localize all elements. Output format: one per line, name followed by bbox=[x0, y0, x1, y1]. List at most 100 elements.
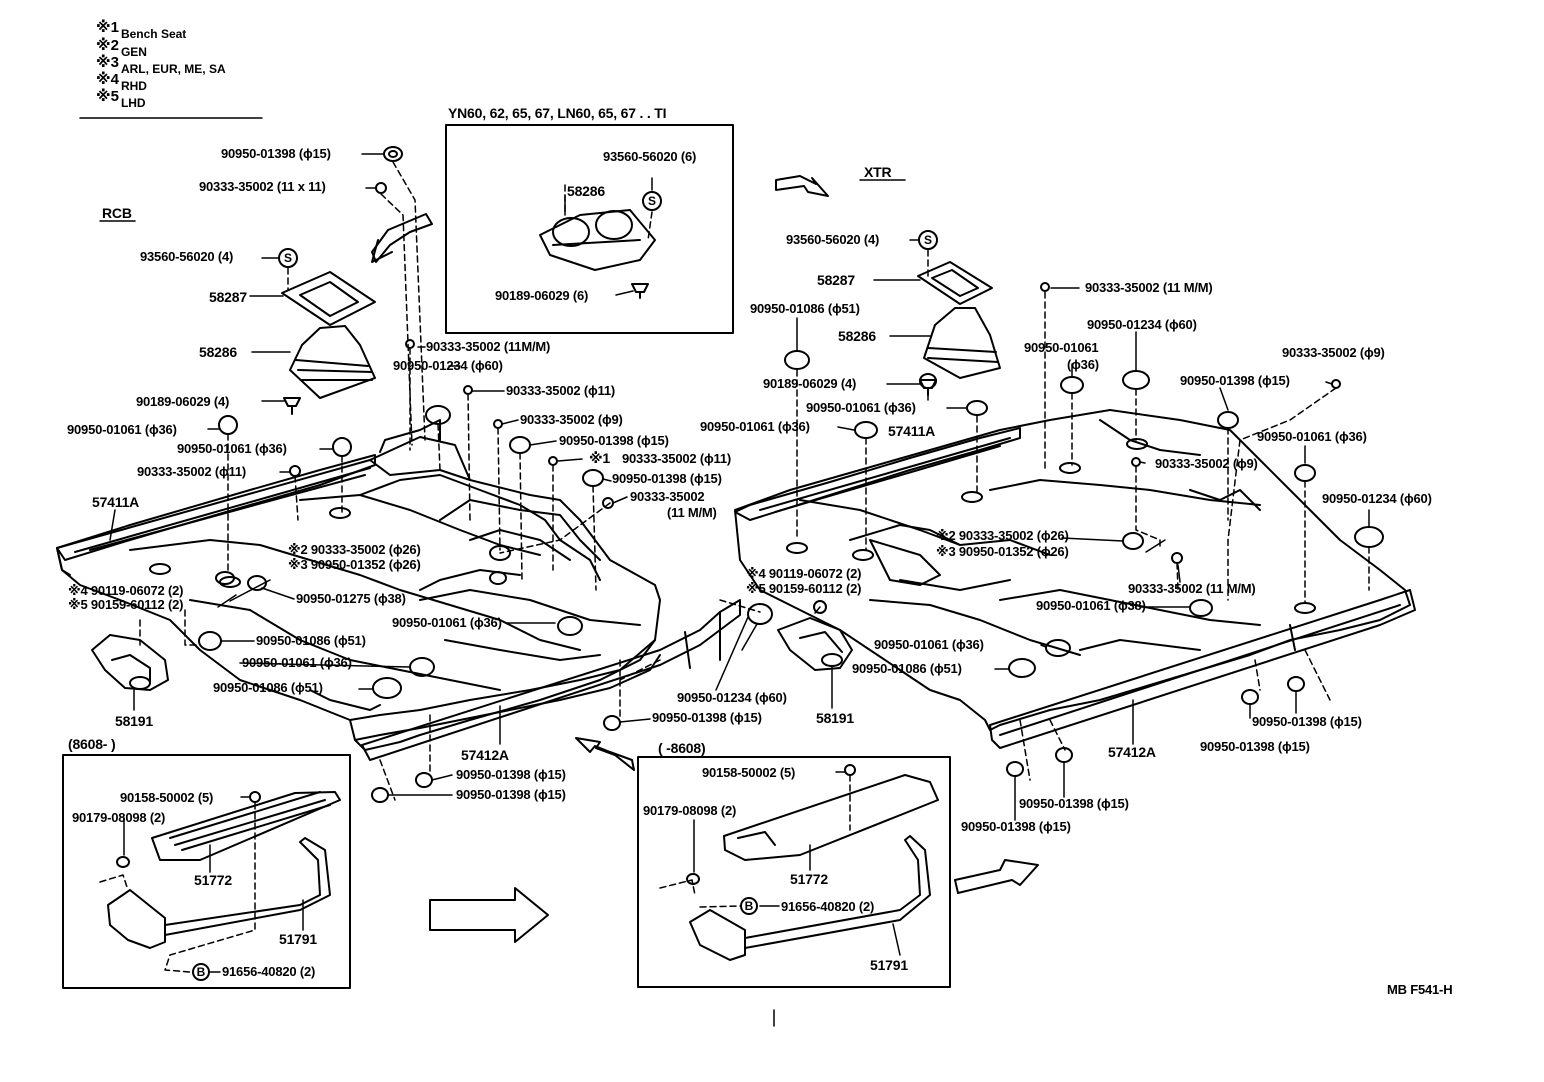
part-label: 51772 bbox=[790, 871, 828, 887]
part-label: 90950-01061 bbox=[1024, 340, 1099, 355]
part-label: 90950-01086 (ϕ51) bbox=[750, 301, 860, 316]
part-label: ※4 90119-06072 (2) bbox=[746, 566, 862, 581]
leader-lines bbox=[109, 153, 1370, 1027]
date-range-left: (8608- ) bbox=[68, 736, 116, 752]
inset-title: YN60, 62, 65, 67, LN60, 65, 67 . . TI bbox=[448, 105, 667, 121]
part-label: 90333-35002 bbox=[630, 489, 705, 504]
part-label: 90189-06029 (4) bbox=[763, 376, 857, 391]
svg-text:B: B bbox=[197, 965, 206, 979]
part-label: 90950-01398 (ϕ15) bbox=[1252, 714, 1362, 729]
rcb-heading: RCB bbox=[102, 205, 132, 221]
dashed-leaders bbox=[99, 161, 1370, 973]
part-label: 51791 bbox=[870, 957, 908, 973]
part-label: 90950-01061 (ϕ36) bbox=[874, 637, 984, 652]
part-label: 90950-01398 (ϕ15) bbox=[1180, 373, 1290, 388]
part-label: 58287 bbox=[209, 289, 247, 305]
part-label: 90189-06029 (6) bbox=[495, 288, 589, 303]
arrows bbox=[371, 175, 1039, 943]
svg-text:S: S bbox=[924, 233, 932, 247]
part-label: ※2 90333-35002 (ϕ26) bbox=[288, 542, 421, 557]
part-label: 90158-50002 (5) bbox=[702, 765, 796, 780]
part-label: 90950-01398 (ϕ15) bbox=[559, 433, 669, 448]
part-label: 90950-01398 (ϕ15) bbox=[652, 710, 762, 725]
part-label: 90950-01061 (ϕ36) bbox=[242, 655, 352, 670]
part-label: 90950-01234 (ϕ60) bbox=[1322, 491, 1432, 506]
grommets bbox=[149, 146, 1384, 803]
part-label: 90950-01061 (ϕ36) bbox=[177, 441, 287, 456]
inset-box-step-right bbox=[637, 756, 951, 988]
part-label: ※4 90119-06072 (2) bbox=[68, 583, 184, 598]
part-label: 93560-56020 (4) bbox=[786, 232, 880, 247]
part-label: 90950-01398 (ϕ15) bbox=[612, 471, 722, 486]
part-label: 90179-08098 (2) bbox=[643, 803, 737, 818]
floor-pan-left bbox=[56, 419, 741, 761]
part-label: 90950-01061 (ϕ36) bbox=[67, 422, 177, 437]
figure-code: MB F541-H bbox=[1387, 982, 1453, 997]
part-label: (ϕ36) bbox=[1067, 357, 1099, 372]
part-label: 90333-35002 (11 x 11) bbox=[199, 179, 326, 194]
part-label: 90950-01398 (ϕ15) bbox=[1019, 796, 1129, 811]
part-label: 90333-35002 (11 M/M) bbox=[1085, 280, 1213, 295]
part-label: 58286 bbox=[199, 344, 237, 360]
part-label: 91656-40820 (2) bbox=[222, 964, 316, 979]
part-label: 90950-01061 (ϕ36) bbox=[1257, 429, 1367, 444]
part-label: 90950-01234 (ϕ60) bbox=[677, 690, 787, 705]
part-label: 90333-35002 (ϕ11) bbox=[622, 451, 731, 466]
part-label: 58287 bbox=[817, 272, 855, 288]
svg-text:S: S bbox=[284, 251, 292, 265]
part-label: 51791 bbox=[279, 931, 317, 947]
part-label: 90950-01086 (ϕ51) bbox=[256, 633, 366, 648]
brackets bbox=[91, 617, 853, 691]
part-label: ※2 90333-35002 (ϕ26) bbox=[936, 528, 1069, 543]
date-range-right: ( -8608) bbox=[658, 740, 706, 756]
part-label: 90950-01398 (ϕ15) bbox=[221, 146, 331, 161]
shift-boots bbox=[281, 209, 1001, 415]
part-label: 58191 bbox=[115, 713, 153, 729]
circle-marks: S S S B B bbox=[197, 194, 932, 979]
part-label: 90950-01061 (ϕ38) bbox=[1036, 598, 1146, 613]
floor-pan-right bbox=[734, 409, 1416, 749]
part-label: 90950-01275 (ϕ38) bbox=[296, 591, 406, 606]
part-label: 90333-35002 (11M/M) bbox=[426, 339, 551, 354]
part-label: 57412A bbox=[461, 747, 509, 763]
part-label: 57412A bbox=[1108, 744, 1156, 760]
part-label: ※1 bbox=[589, 450, 610, 466]
part-label: 90950-01234 (ϕ60) bbox=[393, 358, 503, 373]
part-label: 90950-01234 (ϕ60) bbox=[1087, 317, 1197, 332]
part-label: 90950-01398 (ϕ15) bbox=[1200, 739, 1310, 754]
part-label: ※3 90950-01352 (ϕ26) bbox=[288, 557, 421, 572]
part-label: 51772 bbox=[194, 872, 232, 888]
part-label: 90950-01398 (ϕ15) bbox=[961, 819, 1071, 834]
inset-box-step-left bbox=[62, 754, 351, 989]
part-label: 90333-35002 (ϕ9) bbox=[1282, 345, 1385, 360]
part-label: 58191 bbox=[816, 710, 854, 726]
part-label: 90333-35002 (ϕ11) bbox=[137, 464, 246, 479]
part-label: 90333-35002 (ϕ9) bbox=[520, 412, 623, 427]
part-label: 90333-35002 (ϕ11) bbox=[506, 383, 615, 398]
part-label: 90189-06029 (4) bbox=[136, 394, 230, 409]
part-label: 90179-08098 (2) bbox=[72, 810, 166, 825]
part-label: 93560-56020 (4) bbox=[140, 249, 234, 264]
step-parts bbox=[107, 764, 939, 981]
part-label: 91656-40820 (2) bbox=[781, 899, 875, 914]
part-label: 90950-01086 (ϕ51) bbox=[852, 661, 962, 676]
part-label: 90950-01398 (ϕ15) bbox=[456, 767, 566, 782]
inset-box-ti bbox=[445, 124, 734, 334]
part-label: (11 M/M) bbox=[667, 505, 717, 520]
part-label: ※5 90159-60112 (2) bbox=[746, 581, 862, 596]
part-label: 58286 bbox=[838, 328, 876, 344]
part-label: 90158-50002 (5) bbox=[120, 790, 214, 805]
part-label: 90950-01398 (ϕ15) bbox=[456, 787, 566, 802]
part-label: ※5 90159-60112 (2) bbox=[68, 597, 184, 612]
xtr-heading: XTR bbox=[864, 164, 892, 180]
part-label: 90333-35002 (11 M/M) bbox=[1128, 581, 1256, 596]
part-label: 57411A bbox=[888, 423, 936, 439]
part-label: 90950-01061 (ϕ36) bbox=[392, 615, 502, 630]
part-label: 90333-35002 (ϕ9) bbox=[1155, 456, 1258, 471]
part-label: ※3 90950-01352 (ϕ26) bbox=[936, 544, 1069, 559]
